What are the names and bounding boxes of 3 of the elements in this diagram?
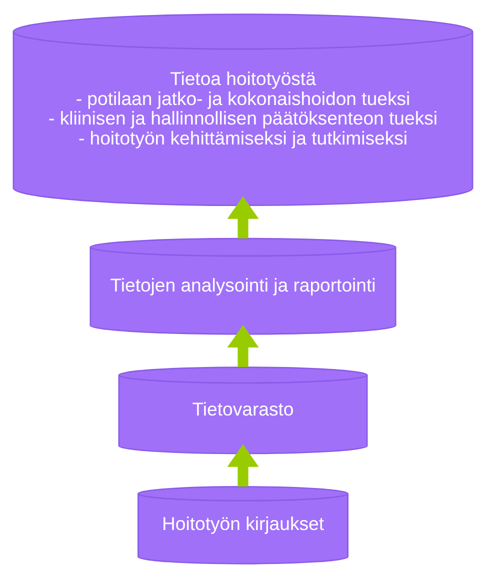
arrow	[227, 196, 259, 238]
arrow	[227, 325, 259, 367]
arrow	[227, 444, 259, 487]
